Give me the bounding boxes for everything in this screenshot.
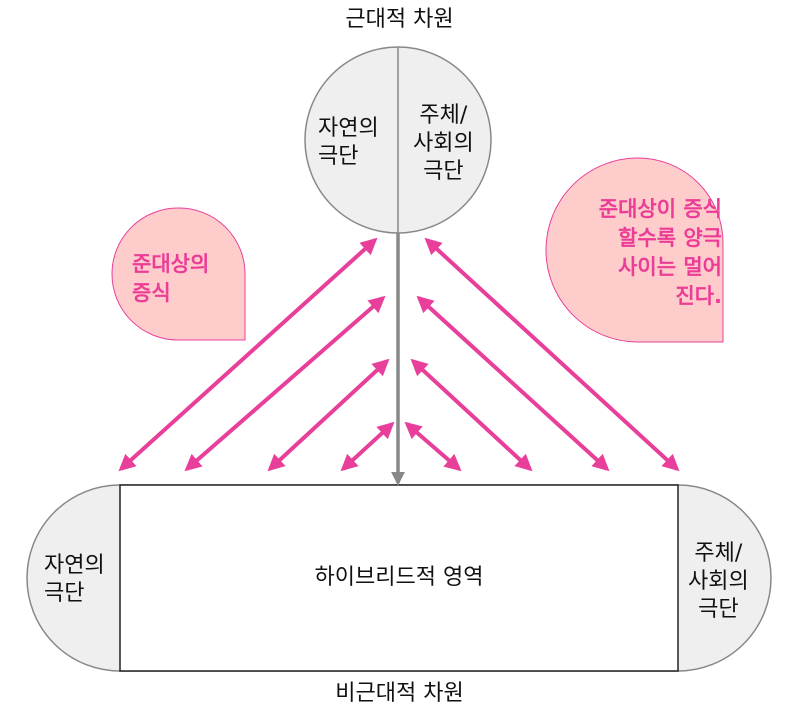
hybrid-zone-label: 하이브리드적 영역 — [314, 565, 484, 590]
left-arrow-4 — [340, 421, 395, 472]
non-modern-society-pole-label: 주체/ 사회의 극단 — [688, 541, 749, 622]
right-callout-shape — [545, 157, 724, 343]
hybrid-zone-box — [119, 484, 679, 672]
right-arrow-group — [404, 237, 680, 472]
right-arrow-3 — [410, 358, 533, 472]
right-callout-text: 준대상이 증식 할수록 양극 사이는 멀어 진다. — [598, 197, 722, 308]
left-callout-text: 준대상의 증식 — [132, 252, 210, 305]
left-arrow-3 — [267, 358, 390, 472]
modern-society-pole-label: 주체/ 사회의 극단 — [413, 103, 474, 184]
modern-dimension-circle — [304, 46, 492, 234]
non-modern-dimension-title: 비근대적 차원 — [335, 681, 464, 706]
modern-dimension-title: 근대적 차원 — [345, 7, 454, 32]
modern-nature-pole-label: 자연의 극단 — [318, 116, 379, 169]
non-modern-dimension-shape — [26, 484, 772, 672]
left-arrow-group — [118, 237, 395, 472]
right-arrow-2 — [416, 295, 610, 472]
non-modern-nature-pole-label: 자연의 극단 — [44, 553, 105, 606]
right-arrow-4 — [404, 421, 462, 472]
left-callout-shape — [111, 207, 246, 341]
